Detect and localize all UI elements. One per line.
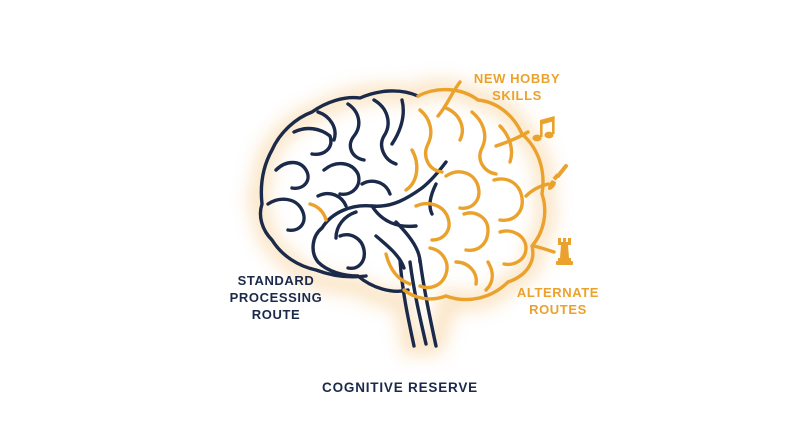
new-hobby-line-2: SKILLS — [492, 88, 542, 103]
music-note-icon — [532, 116, 555, 142]
chess-rook-icon — [556, 238, 573, 265]
paintbrush-icon — [548, 164, 568, 190]
alternate-line-1: ALTERNATE — [516, 285, 600, 300]
alternate-line-2: ROUTES — [529, 302, 587, 317]
alternate-routes-label: ALTERNATE ROUTES — [508, 284, 608, 318]
diagram-title: COGNITIVE RESERVE — [322, 380, 478, 395]
standard-line-2: PROCESSING — [229, 290, 323, 305]
alternate-route-lines — [308, 80, 556, 302]
new-hobby-skills-label: NEW HOBBY SKILLS — [462, 70, 572, 104]
standard-line-1: STANDARD — [237, 273, 315, 288]
new-hobby-line-1: NEW HOBBY — [473, 71, 561, 86]
standard-processing-route-label: STANDARD PROCESSING ROUTE — [220, 272, 332, 323]
standard-line-3: ROUTE — [251, 307, 301, 322]
standard-route-lines — [258, 89, 448, 348]
